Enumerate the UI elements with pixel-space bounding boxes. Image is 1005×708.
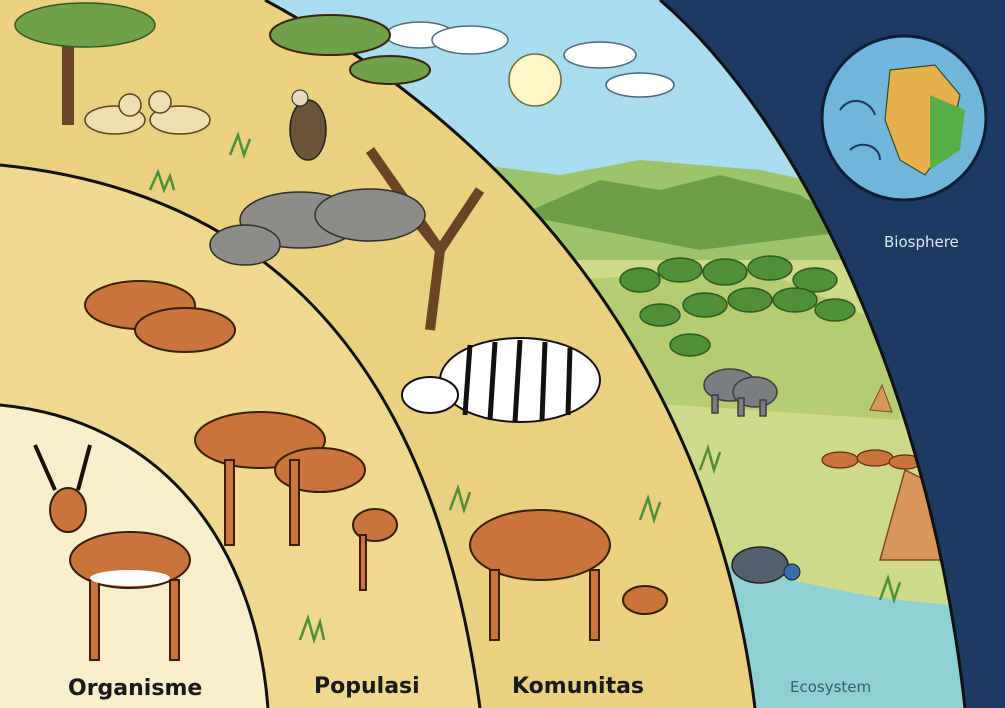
organism-label: Organisme [68, 676, 202, 701]
sun-icon [509, 54, 561, 106]
community-label: Komunitas [512, 674, 644, 699]
ecosystem-label: Ecosystem [790, 678, 871, 696]
earth-globe-icon [822, 36, 986, 200]
population-label: Populasi [314, 674, 420, 699]
biosphere-label: Biosphere [884, 233, 959, 251]
